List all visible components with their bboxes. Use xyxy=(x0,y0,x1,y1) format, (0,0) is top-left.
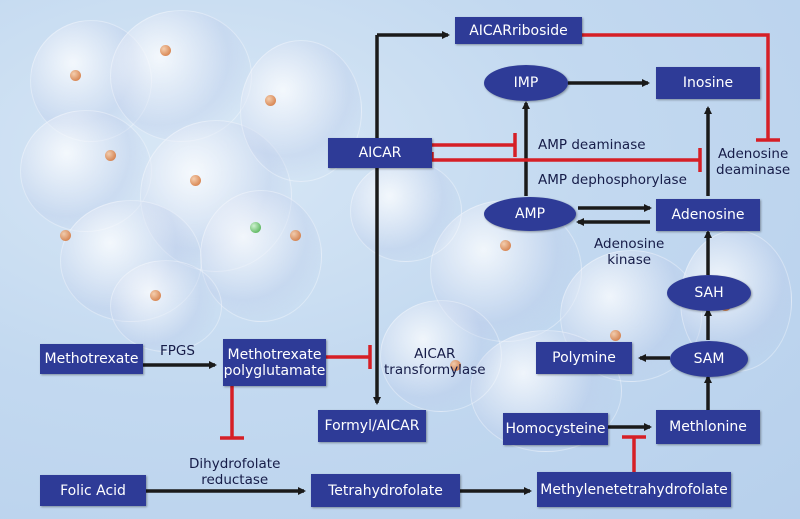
label-aicar-transformylase: AICAR transformylase xyxy=(384,346,486,378)
node-folic-acid: Folic Acid xyxy=(40,475,146,506)
node-methotrexate: Methotrexate xyxy=(40,344,143,374)
node-formyl-aicar: Formyl/AICAR xyxy=(318,410,426,442)
node-adenosine: Adenosine xyxy=(656,199,760,231)
node-aicar: AICAR xyxy=(328,138,432,168)
inhibit-adenosine-deaminase-riboside xyxy=(582,33,770,140)
label-adenosine-deaminase: Adenosine deaminase xyxy=(716,146,791,178)
label-adenosine-kinase: Adenosine kinase xyxy=(594,236,665,268)
node-amp: AMP xyxy=(484,197,576,231)
node-methotrexate-polyglutamate: Methotrexate polyglutamate xyxy=(223,339,326,386)
node-methylenetetrahydrofolate: Methylenetetrahydrofolate xyxy=(537,472,731,507)
node-inosine: Inosine xyxy=(656,67,760,99)
node-imp: IMP xyxy=(484,65,568,101)
node-aicar-riboside: AICARriboside xyxy=(455,17,582,44)
node-methionine: Methlonine xyxy=(656,410,760,444)
label-amp-deaminase: AMP deaminase xyxy=(538,137,646,153)
node-sam: SAM xyxy=(670,341,748,377)
node-polymine: Polymine xyxy=(536,342,632,374)
node-sah: SAH xyxy=(667,275,751,311)
label-dihydrofolate-reductase: Dihydrofolate reductase xyxy=(189,456,281,488)
node-tetrahydrofolate: Tetrahydrofolate xyxy=(311,474,460,507)
inhibit-adenosine-deaminase-aicar xyxy=(430,152,700,162)
label-fpgs: FPGS xyxy=(160,343,195,359)
node-homocysteine: Homocysteine xyxy=(503,413,608,445)
label-amp-dephosphorylase: AMP dephosphorylase xyxy=(538,172,687,188)
